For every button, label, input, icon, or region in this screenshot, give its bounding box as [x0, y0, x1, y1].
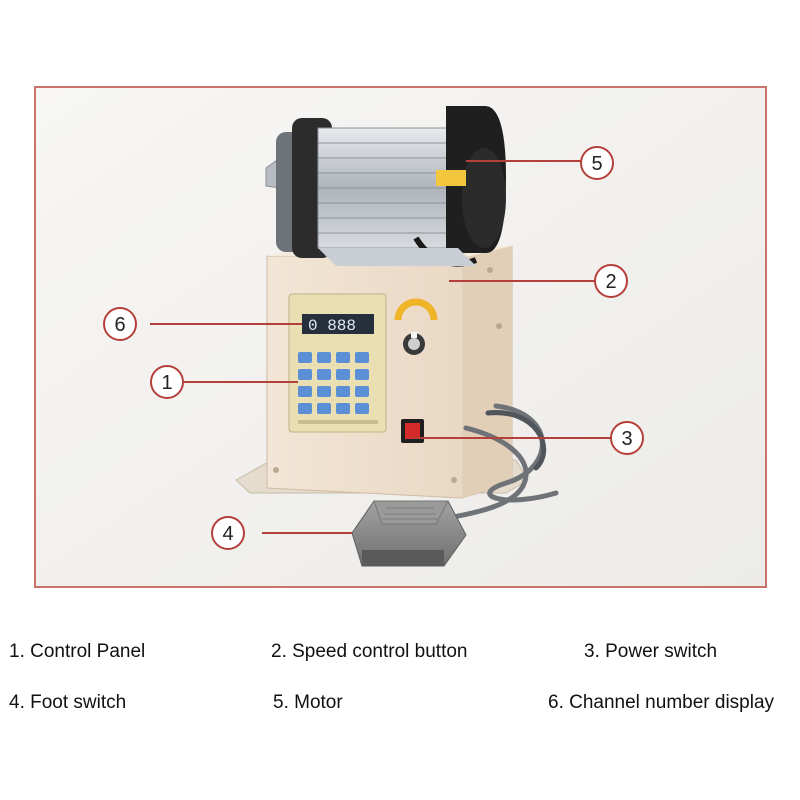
- product-photo: 0 888: [34, 86, 767, 588]
- callout-5: 5: [580, 146, 614, 180]
- callout-6: 6: [103, 307, 137, 341]
- speed-control-knob: [394, 298, 438, 355]
- legend-foot-switch: 4. Foot switch: [9, 692, 127, 713]
- legend-speed-control-button: 2. Speed control button: [271, 641, 468, 662]
- power-switch: [401, 419, 424, 443]
- legend-motor: 5. Motor: [273, 692, 343, 713]
- callout-1: 1: [150, 365, 184, 399]
- callout-3-label: 3: [621, 428, 632, 450]
- callout-6-label: 6: [114, 314, 125, 336]
- callout-1-label: 1: [161, 372, 172, 394]
- control-panel: 0 888: [288, 293, 387, 433]
- svg-text:0 888: 0 888: [308, 317, 356, 335]
- callout-5-label: 5: [591, 153, 602, 175]
- callout-4-label: 4: [222, 523, 233, 545]
- foot-pedal: [351, 500, 467, 567]
- callout-2-label: 2: [605, 271, 616, 293]
- callout-4: 4: [211, 516, 245, 550]
- legend-channel-number-display: 6. Channel number display: [548, 692, 775, 713]
- keypad: [298, 352, 369, 414]
- legend-control-panel: 1. Control Panel: [9, 641, 146, 662]
- callout-2: 2: [594, 264, 628, 298]
- channel-number-display: [302, 314, 374, 334]
- winding-machine-illustration: 0 888: [36, 88, 765, 586]
- callout-markers: 5 2 3 4 6 1: [103, 146, 644, 550]
- legend-power-switch: 3. Power switch: [584, 641, 718, 662]
- callout-lines: [150, 160, 612, 534]
- callout-3: 3: [610, 421, 644, 455]
- motor: [265, 106, 506, 267]
